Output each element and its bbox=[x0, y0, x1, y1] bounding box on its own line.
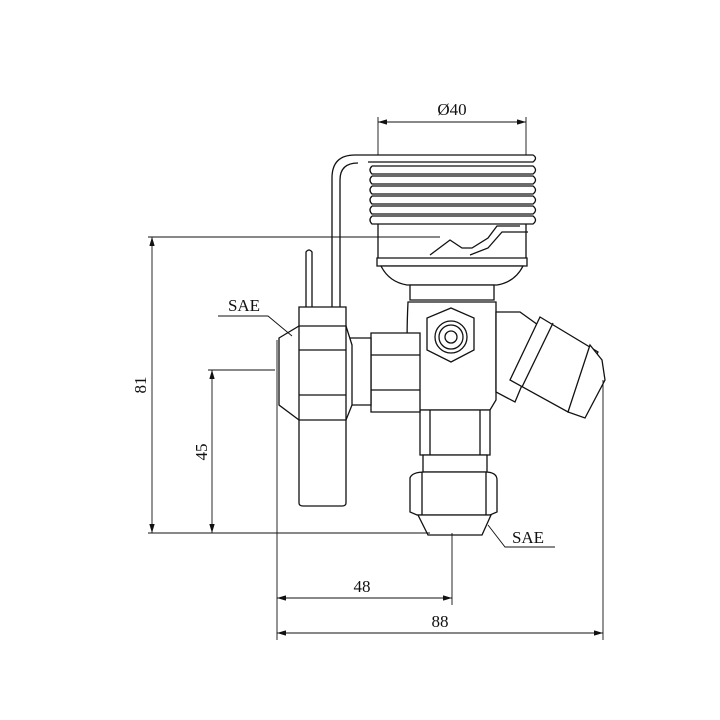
power-head-coil bbox=[331, 154, 537, 310]
sensing-bulb bbox=[278, 249, 353, 507]
inlet-height-label: 45 bbox=[192, 444, 211, 461]
total-height-label: 81 bbox=[131, 377, 150, 394]
outlet-sae-label: SAE bbox=[512, 528, 544, 547]
inlet-sae-label: SAE bbox=[228, 296, 260, 315]
total-width-label: 88 bbox=[432, 612, 449, 631]
valve-body bbox=[349, 301, 606, 536]
dimension-lines bbox=[148, 117, 604, 640]
inlet-outlet-distance-label: 48 bbox=[354, 577, 371, 596]
bulb-diameter-label: Ø40 bbox=[437, 100, 466, 119]
